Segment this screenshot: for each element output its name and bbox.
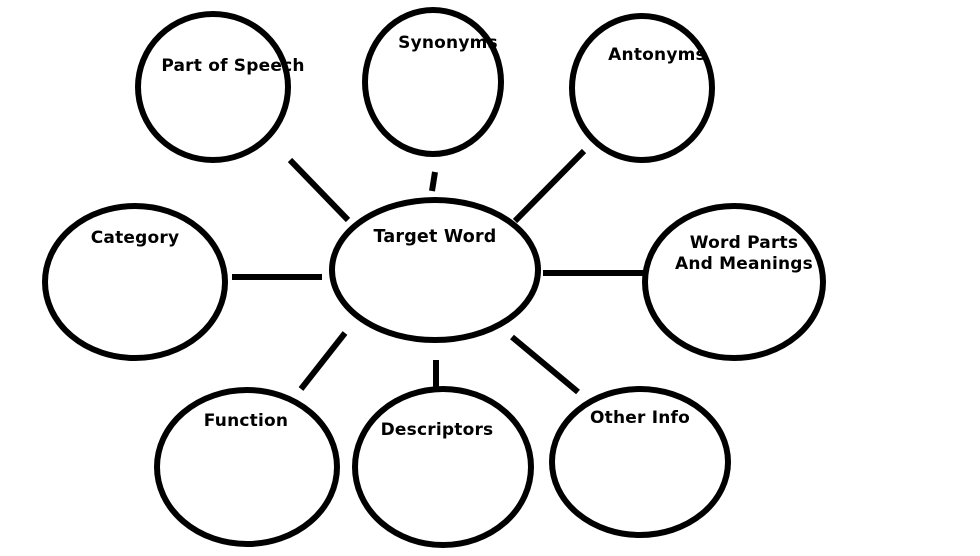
label-synonyms: Synonyms <box>398 33 498 53</box>
label-other-info: Other Info <box>590 408 690 428</box>
ellipse-word-parts-and-meanings <box>642 203 826 361</box>
label-line: Word Parts <box>690 233 798 253</box>
label-line: And Meanings <box>675 254 813 274</box>
label-line: Part of Speech <box>161 56 304 76</box>
label-function: Function <box>204 411 288 431</box>
ellipse-category <box>42 203 228 361</box>
label-line: Category <box>91 228 180 248</box>
node-synonyms[interactable]: Synonyms <box>362 7 504 157</box>
label-line: Antonyms <box>608 45 706 65</box>
ellipse-descriptors <box>352 386 534 548</box>
label-descriptors: Descriptors <box>381 420 494 440</box>
label-line: Other Info <box>590 408 690 428</box>
label-line: Synonyms <box>398 33 498 53</box>
connector-function <box>298 331 348 391</box>
connectors-layer <box>232 148 646 395</box>
ellipse-function <box>154 387 340 547</box>
ellipse-other-info <box>549 386 731 538</box>
label-line: Function <box>204 411 288 431</box>
connector-antonyms <box>512 148 587 224</box>
node-target-word[interactable]: Target Word <box>329 197 541 343</box>
ellipse-synonyms <box>362 7 504 157</box>
label-antonyms: Antonyms <box>608 45 706 65</box>
node-function[interactable]: Function <box>154 387 340 547</box>
ellipse-part-of-speech <box>135 11 291 163</box>
node-part-of-speech[interactable]: Part of Speech <box>135 11 305 163</box>
label-part-of-speech: Part of Speech <box>161 56 304 76</box>
label-line: Target Word <box>373 227 496 247</box>
connector-synonyms <box>429 171 438 192</box>
center-node-layer: Target Word <box>329 197 541 343</box>
ellipse-target-word <box>329 197 541 343</box>
node-descriptors[interactable]: Descriptors <box>352 386 534 548</box>
connector-part-of-speech <box>287 157 351 223</box>
label-target-word: Target Word <box>373 227 496 247</box>
node-antonyms[interactable]: Antonyms <box>569 13 715 163</box>
connector-other-info <box>510 334 580 395</box>
node-other-info[interactable]: Other Info <box>549 386 731 538</box>
node-category[interactable]: Category <box>42 203 228 361</box>
label-line: Descriptors <box>381 420 494 440</box>
label-category: Category <box>91 228 180 248</box>
ellipse-antonyms <box>569 13 715 163</box>
